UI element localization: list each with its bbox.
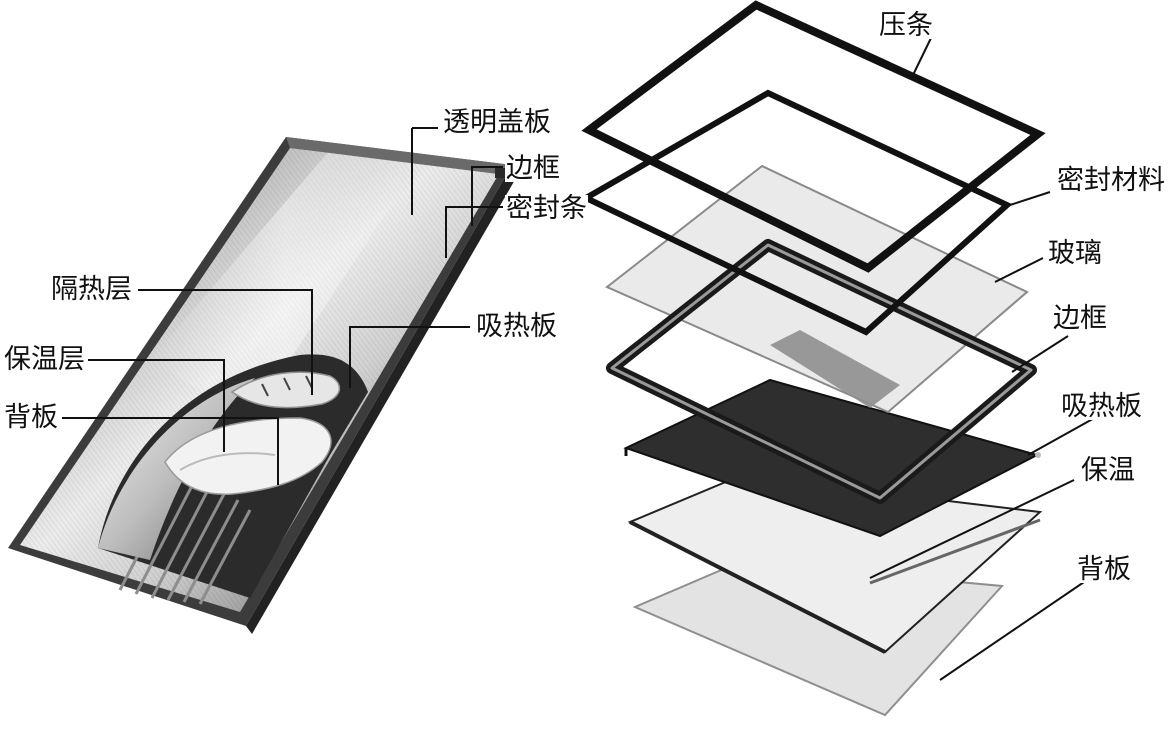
label-glass: 玻璃 (1047, 240, 1103, 267)
label-insulation: 保温 (1080, 457, 1136, 484)
label-seal-strip: 密封条 (505, 195, 588, 222)
label-transparent-cover: 透明盖板 (442, 109, 552, 136)
label-heat-insulation-layer: 隔热层 (50, 276, 133, 303)
exploded-view (586, 5, 1041, 715)
label-press-strip: 压条 (878, 12, 934, 39)
label-back-plate-left: 背板 (3, 404, 59, 431)
layer-glass (607, 166, 1027, 412)
label-frame-right: 边框 (1052, 305, 1108, 332)
label-frame-left: 边框 (505, 155, 561, 182)
label-back-plate-right: 背板 (1076, 556, 1132, 583)
label-absorber-plate-right: 吸热板 (1060, 393, 1143, 420)
label-absorber-plate-left: 吸热板 (475, 313, 558, 340)
collector-photo (8, 137, 516, 634)
label-sealing-material: 密封材料 (1056, 167, 1166, 194)
label-thermal-insulation-layer: 保温层 (3, 346, 86, 373)
